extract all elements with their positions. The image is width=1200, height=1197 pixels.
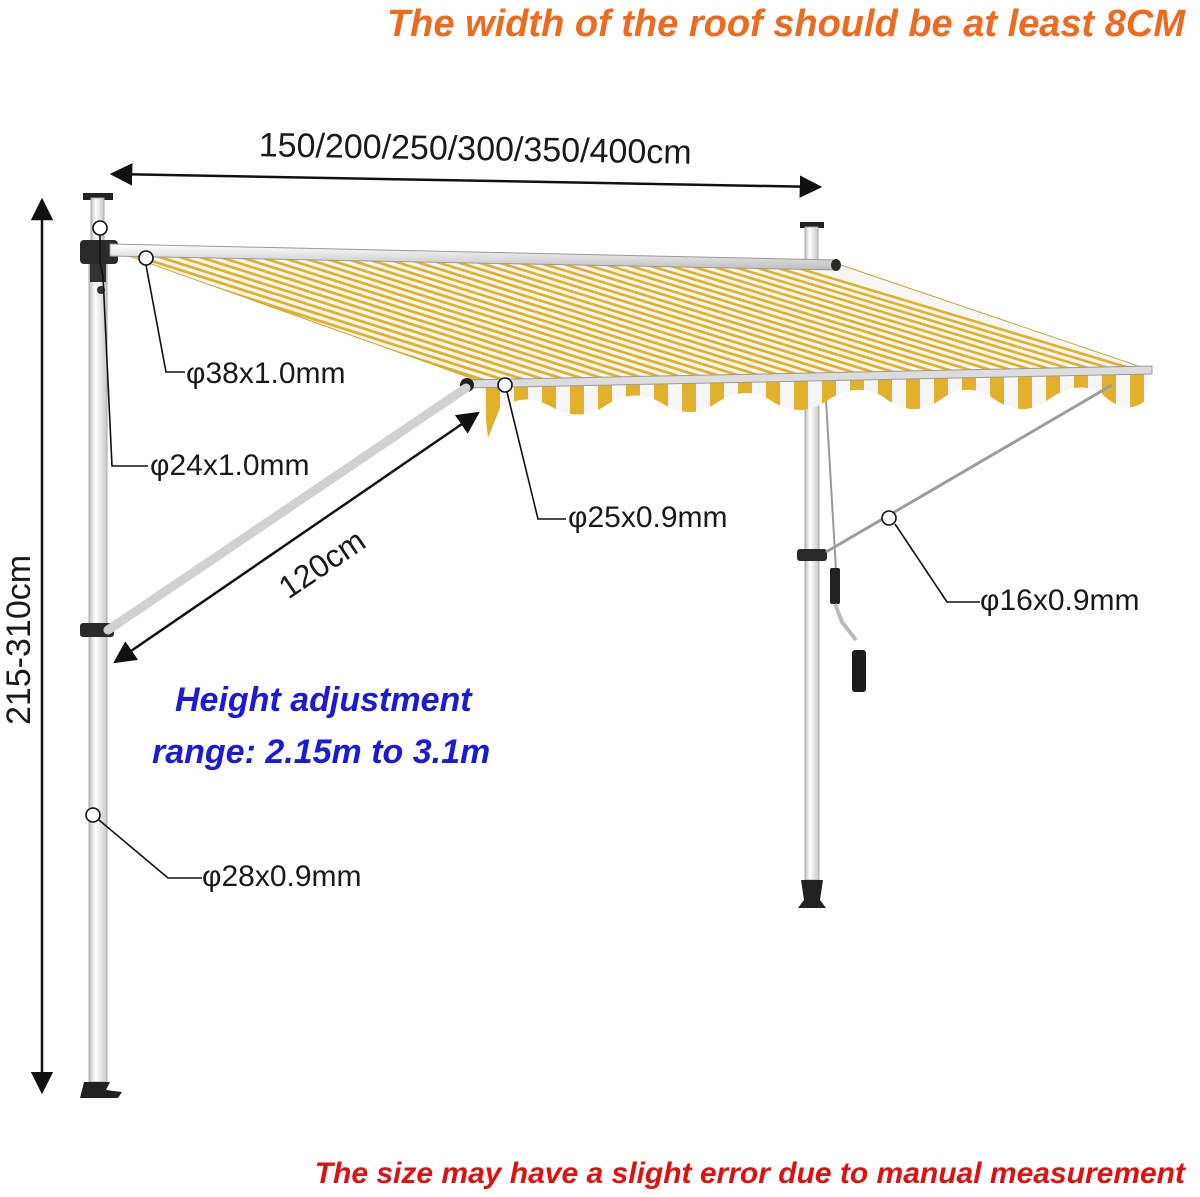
canopy-stripe [438,251,867,382]
width-label: 150/200/250/300/350/400cm [258,126,692,172]
label-lower-pole: φ28x0.9mm [202,860,362,893]
label-top-bar: φ38x1.0mm [186,357,346,390]
height-note-line2: range: 2.15m to 3.1m [152,733,490,771]
top-roller-bar [109,243,841,271]
canopy-stripe [737,257,1142,377]
canopy-stripe [310,250,749,382]
crank-handle-top [830,568,840,604]
valance-stripe [1158,360,1172,450]
right-foot [798,880,826,908]
width-dimension: 150/200/250/300/350/400cm [109,126,823,198]
canopy-stripe [566,253,985,380]
canopy-stripe [160,250,612,382]
canopy-stripe [673,255,1083,378]
canopy-stripe [523,253,946,381]
canopy-stripe [353,250,788,382]
canopy-stripe [417,251,847,382]
canopy-stripe [203,250,651,382]
headline: The width of the roof should be at least… [387,3,1186,45]
canopy-stripe [182,250,631,382]
crank-grip [852,650,866,692]
canopy-stripe [267,250,710,382]
awning-canopy [111,249,1172,450]
canopy-stripe [587,254,1004,380]
canopy-stripe [112,250,553,382]
label-upper-pole: φ24x1.0mm [150,449,310,482]
top-bracket [80,240,118,264]
projection-label: 120cm [272,522,372,606]
canopy-stripe [139,250,592,382]
height-note-line1: Height adjustment [175,681,473,719]
canopy-stripe [758,257,1150,377]
canopy-stripe [118,250,572,382]
projection-arrow [113,411,480,664]
canopy-stripe [609,254,1024,379]
canopy-stripe [694,256,1103,378]
canopy-stripe [289,250,729,382]
label-arm: φ16x0.9mm [980,584,1140,617]
canopy-stripe [545,253,965,380]
canopy-stripe [395,250,828,382]
canopy-stripe [502,252,926,381]
right-arm [825,383,1113,554]
canopy-stripe [630,255,1044,379]
canopy-stripe [459,251,887,382]
callout-front-bar [497,377,566,520]
width-arrow [109,163,823,198]
canopy-stripe [652,255,1063,379]
canopy-stripe [224,250,670,382]
height-label: 215-310cm [0,555,38,725]
canopy-stripe [374,250,808,382]
left-pole [80,193,122,1098]
canopy-stripe [246,250,690,382]
right-pole [797,222,866,908]
height-dimension: 215-310cm [0,197,54,1095]
callout-arm [881,510,980,603]
callout-upper-pole [92,220,148,467]
canopy-stripe [716,256,1122,378]
left-foot [80,1082,122,1098]
arm-bracket-right [797,549,827,561]
canopy-stripe [331,250,769,382]
disclaimer: The size may have a slight error due to … [315,1157,1187,1190]
canopy-stripe [481,252,906,381]
callout-lower-pole [85,807,202,879]
callout-top-bar [138,250,185,373]
label-front-bar: φ25x0.9mm [568,501,728,534]
